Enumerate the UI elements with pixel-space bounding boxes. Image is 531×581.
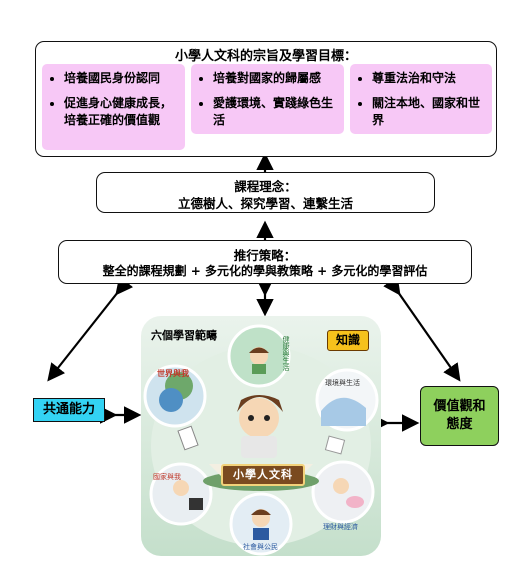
goal-item: 促進身心健康成長，培養正確的價值觀 bbox=[64, 95, 177, 129]
philosophy-title: 課程理念： bbox=[234, 179, 297, 194]
philosophy-text: 立德樹人、探究學習、連繫生活 bbox=[177, 196, 353, 211]
area-label: 世界與我 bbox=[157, 369, 189, 378]
subject-banner: 小學人文科 bbox=[221, 464, 305, 486]
philosophy-box: 課程理念： 立德樹人、探究學習、連繫生活 bbox=[96, 172, 435, 213]
area-label: 環境與生活 bbox=[325, 379, 360, 387]
strategy-title: 推行策略： bbox=[233, 248, 297, 263]
goal-item: 培養對國家的歸屬感 bbox=[213, 70, 336, 87]
learning-strands-heading: 六個學習範疇 bbox=[151, 329, 217, 342]
arrow-strategy-left bbox=[47, 276, 134, 382]
goals-column-3: 尊重法治和守法 關注本地、國家和世界 bbox=[350, 64, 492, 134]
goals-title: 小學人文科的宗旨及學習目標： bbox=[174, 49, 357, 64]
values-attitudes-box: 價值觀和態度 bbox=[420, 386, 499, 446]
area-label: 社會與公民 bbox=[243, 543, 278, 551]
area-label: 理財與經濟 bbox=[323, 523, 358, 531]
strategy-box: 推行策略： 整全的課程規劃 + 多元化的學與教策略 + 多元化的學習評估 bbox=[58, 240, 472, 284]
goals-column-1: 培養國民身份認同 促進身心健康成長，培養正確的價值觀 bbox=[42, 64, 185, 150]
knowledge-tag: 知識 bbox=[327, 330, 369, 351]
strategy-text: 整全的課程規劃 + 多元化的學與教策略 + 多元化的學習評估 bbox=[102, 264, 428, 278]
goals-box: 小學人文科的宗旨及學習目標： 培養國民身份認同 促進身心健康成長，培養正確的價值… bbox=[35, 41, 497, 157]
goals-column-2: 培養對國家的歸屬感 愛護環境、實踐綠色生活 bbox=[191, 64, 344, 134]
goal-item: 關注本地、國家和世界 bbox=[372, 95, 484, 129]
area-label: 國家與我 bbox=[153, 473, 181, 481]
goal-item: 愛護環境、實踐綠色生活 bbox=[213, 95, 336, 129]
generic-skills-label: 共通能力 bbox=[42, 402, 95, 417]
values-attitudes-label: 價值觀和態度 bbox=[433, 399, 486, 432]
area-label: 健康與生活 bbox=[282, 336, 290, 371]
goal-item: 尊重法治和守法 bbox=[372, 70, 484, 87]
illustration-art bbox=[143, 324, 379, 556]
generic-skills-box: 共通能力 bbox=[33, 398, 105, 422]
arrow-strategy-right bbox=[383, 276, 461, 382]
learning-strands-illustration: 六個學習範疇 知識 小學人文科 健康與生活 世界與我 環境與生活 國家與我 社會… bbox=[141, 316, 381, 556]
goal-item: 培養國民身份認同 bbox=[64, 70, 177, 87]
